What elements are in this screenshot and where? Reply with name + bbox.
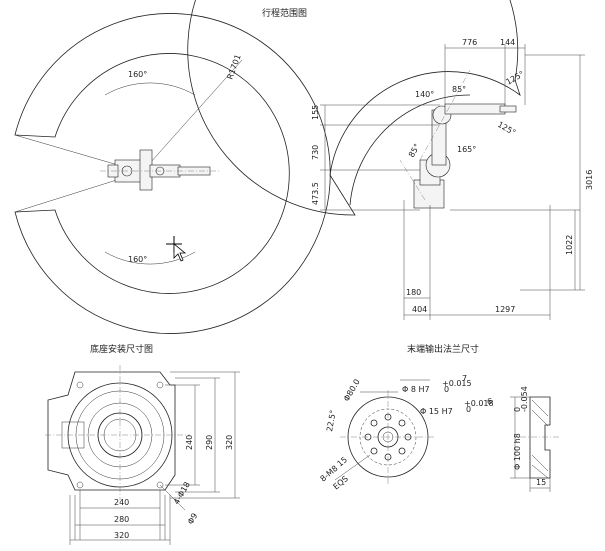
angle-165: 165° xyxy=(457,145,476,154)
inner-envelope xyxy=(349,94,471,206)
base-dim-320v: 320 xyxy=(225,435,234,450)
dim-144: 144 xyxy=(500,38,515,47)
flange-title: 末端输出法兰尺寸 xyxy=(407,343,479,355)
base-dim-320h: 320 xyxy=(114,531,129,540)
angle-125-lower: 125° xyxy=(496,120,517,137)
dim-776: 776 xyxy=(462,38,477,47)
angle-140: 140° xyxy=(415,90,434,99)
robot-top-view xyxy=(100,149,220,191)
base-hole2-label: Φ9 xyxy=(186,512,199,526)
base-dim-290v: 290 xyxy=(205,435,214,450)
flange-outer: Φ 100 h8 xyxy=(513,433,522,470)
dim-473-5: 473.5 xyxy=(311,182,320,205)
flange-thread-depth: 15 xyxy=(336,455,350,468)
angle-label-bottom: 160° xyxy=(128,255,147,264)
dim-730: 730 xyxy=(311,145,320,160)
flange-pin-tol0: 0 xyxy=(444,385,449,394)
range-title: 行程范围图 xyxy=(262,7,307,19)
flange-bore-tol0: 0 xyxy=(466,405,471,414)
base-title: 底座安装尺寸图 xyxy=(90,343,153,355)
dim-404: 404 xyxy=(412,305,427,314)
flange-d80: Φ80.0 xyxy=(342,378,362,403)
dim-1297: 1297 xyxy=(495,305,515,314)
angle-125-upper: 125° xyxy=(505,69,526,86)
base-dim-280h: 280 xyxy=(114,515,129,524)
angle-85-lower: 85° xyxy=(407,142,422,159)
flange-pin-tol: +0.015 xyxy=(442,379,472,388)
flange-section xyxy=(520,396,560,479)
flange-outer-tol: -0.054 xyxy=(520,386,529,412)
flange-pin-depth: 7 xyxy=(462,374,467,383)
flange-bore: Φ 15 H7 xyxy=(420,407,453,416)
reach-envelope-side xyxy=(187,0,521,216)
base-dim-240h: 240 xyxy=(114,498,129,507)
flange-outer-tol0: 0 xyxy=(513,407,522,412)
base-hole-label: 4-Φ18 xyxy=(172,480,192,506)
dim-180: 180 xyxy=(406,288,421,297)
top-view-range-diagram: 160° 160° R1701 xyxy=(14,13,331,334)
flange-bore-depth: 6 xyxy=(487,397,492,406)
angle-arc-top xyxy=(104,82,196,96)
angle-label-top: 160° xyxy=(128,70,147,79)
dim-3016: 3016 xyxy=(585,170,594,190)
flange-bore-tol: +0.018 xyxy=(464,399,494,408)
move-cursor-icon xyxy=(166,236,187,262)
flange-eqs: EQS xyxy=(332,474,350,491)
flange-pin: Φ 8 H7 xyxy=(402,385,430,394)
flange-angle: 22.5° xyxy=(325,409,338,432)
dim-1022: 1022 xyxy=(565,235,574,255)
radius-line xyxy=(141,59,243,173)
base-dim-240v: 240 xyxy=(185,435,194,450)
reach-envelope-top xyxy=(14,13,331,334)
flange-thickness: 15 xyxy=(536,478,546,487)
flange-diagram: Φ80.0 22.5° Φ 8 H7 +0.015 0 7 Φ 15 H7 +0… xyxy=(319,374,560,492)
side-view-range-diagram: 776 144 155 730 473.5 3016 1022 180 404 … xyxy=(187,0,594,320)
angle-arc-bottom xyxy=(104,251,196,265)
dim-155: 155 xyxy=(311,105,320,120)
robot-side-view xyxy=(399,69,517,209)
angle-85-upper: 85° xyxy=(452,85,466,94)
base-mounting-diagram: 240 290 320 240 280 320 4-Φ18 Φ9 xyxy=(45,365,240,545)
